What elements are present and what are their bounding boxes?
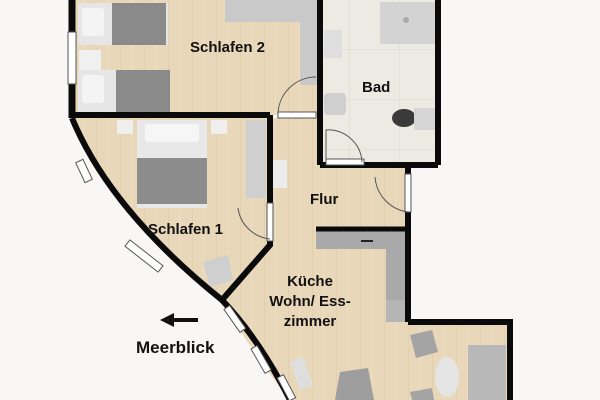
living-furniture <box>290 300 506 400</box>
room-label-schlafen2: Schlafen 2 <box>190 39 266 56</box>
schlafen2-furniture <box>78 0 320 112</box>
doors <box>237 76 412 242</box>
room-label-kueche-line1: Küche <box>287 273 333 290</box>
room-label-schlafen1: Schlafen 1 <box>148 221 224 238</box>
room-label-kueche-line2: Wohn/ Ess- <box>269 293 351 310</box>
arrow-left-icon <box>160 313 198 327</box>
windows <box>67 31 297 400</box>
bad-furniture <box>324 2 436 130</box>
kitchen-counter <box>316 229 408 321</box>
view-label-meerblick: Meerblick <box>136 338 215 357</box>
room-label-flur: Flur <box>310 191 339 208</box>
room-label-bad: Bad <box>362 79 391 96</box>
schlafen1-furniture <box>117 120 266 287</box>
room-label-kueche: Küche Wohn/ Ess- zimmer <box>260 272 360 332</box>
flur-furniture <box>273 160 287 188</box>
room-label-kueche-line3: zimmer <box>283 313 337 330</box>
